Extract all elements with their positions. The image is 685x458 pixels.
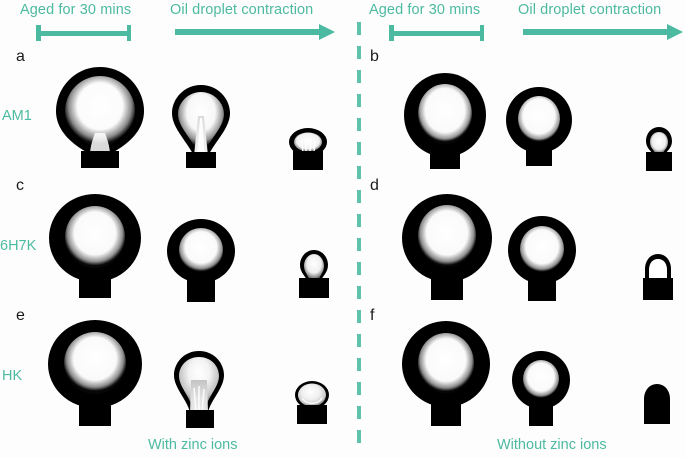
droplet-a-intermediate bbox=[164, 82, 238, 168]
droplet-c-contracted bbox=[293, 248, 335, 298]
header-aged-right: Aged for 30 mins bbox=[369, 2, 481, 18]
aged-bracket-left bbox=[36, 25, 131, 41]
bracket-cap-right bbox=[126, 25, 131, 41]
arrow-shaft bbox=[523, 29, 669, 35]
contraction-arrow-left bbox=[175, 24, 335, 40]
panel-letter-a: a bbox=[16, 48, 25, 65]
footer-caption-left: With zinc ions bbox=[148, 437, 238, 453]
bracket-cap-right bbox=[479, 25, 484, 41]
aged-bracket-right bbox=[389, 25, 484, 41]
panel-letter-d: d bbox=[370, 177, 379, 194]
bracket-cap-left bbox=[389, 25, 394, 41]
droplet-d-intermediate bbox=[504, 215, 580, 301]
droplet-a-initial bbox=[48, 63, 153, 168]
droplet-b-intermediate bbox=[503, 84, 575, 166]
bracket-bar bbox=[389, 31, 484, 36]
droplet-f-initial bbox=[398, 320, 494, 426]
droplet-f-contracted bbox=[638, 382, 676, 426]
bracket-bar bbox=[36, 31, 131, 36]
panel-letter-f: f bbox=[370, 307, 375, 324]
droplet-e-contracted bbox=[290, 378, 334, 424]
droplet-d-contracted bbox=[639, 252, 677, 300]
droplet-b-initial bbox=[400, 71, 490, 169]
row-label-am1: AM1 bbox=[2, 108, 32, 124]
droplet-d-initial bbox=[398, 192, 496, 300]
droplet-c-initial bbox=[45, 192, 145, 298]
droplet-f-intermediate bbox=[508, 350, 574, 426]
header-aged-left: Aged for 30 mins bbox=[20, 2, 132, 18]
row-label-6h7k: 6H7K bbox=[0, 238, 37, 254]
arrow-head-icon bbox=[667, 24, 683, 40]
row-label-hk: HK bbox=[2, 368, 23, 384]
droplet-c-intermediate bbox=[163, 218, 239, 302]
header-contraction-left: Oil droplet contraction bbox=[170, 2, 314, 18]
contraction-arrow-right bbox=[523, 24, 683, 40]
header-contraction-right: Oil droplet contraction bbox=[518, 2, 662, 18]
droplet-a-contracted bbox=[284, 126, 332, 170]
droplet-e-intermediate bbox=[164, 348, 234, 428]
droplet-b-contracted bbox=[640, 125, 678, 171]
panel-divider bbox=[357, 22, 361, 450]
panel-letter-c: c bbox=[16, 177, 24, 194]
bracket-cap-left bbox=[36, 25, 41, 41]
panel-letter-b: b bbox=[370, 48, 379, 65]
footer-caption-right: Without zinc ions bbox=[497, 437, 607, 453]
arrow-head-icon bbox=[319, 24, 335, 40]
arrow-shaft bbox=[175, 29, 321, 35]
panel-letter-e: e bbox=[16, 307, 25, 324]
droplet-e-initial bbox=[44, 320, 146, 426]
